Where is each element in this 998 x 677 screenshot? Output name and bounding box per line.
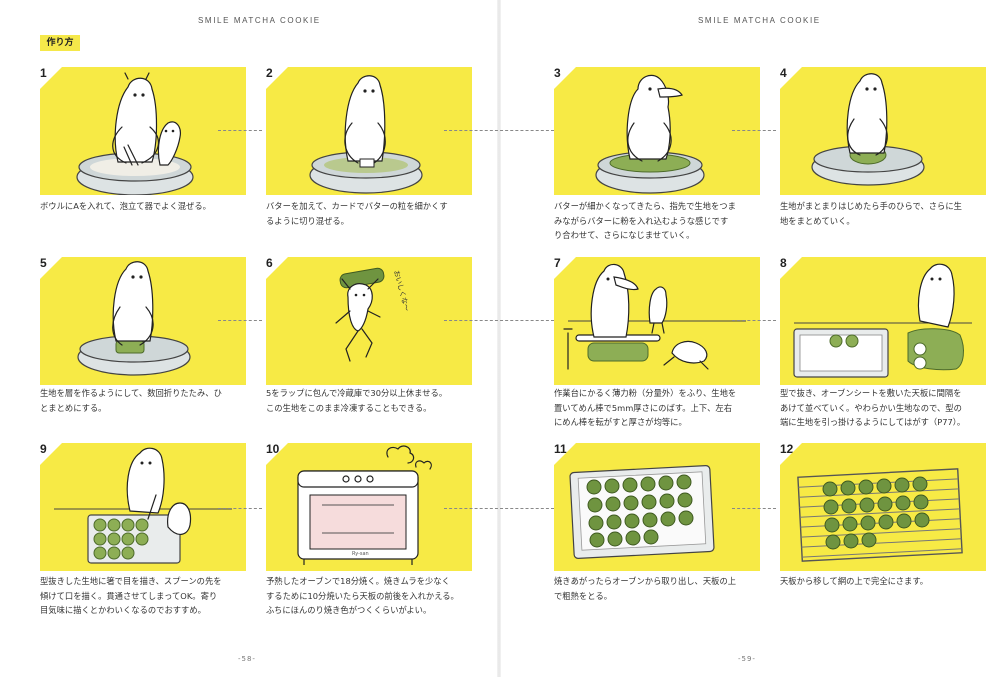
step-4-number: 4 [780, 66, 787, 80]
step-11-illustration [554, 443, 760, 571]
caption-line: り合わせて、さらになじませていく。 [554, 230, 695, 240]
step-2-number: 2 [266, 66, 273, 80]
caption-line: 地をまとめていく。 [780, 215, 855, 226]
step-12-number: 12 [780, 442, 794, 456]
step-connector [732, 320, 776, 321]
step-7-illustration [554, 257, 760, 385]
caption-line: 5をラップに包んで冷蔵庫で30分以上休ませる。 [266, 388, 448, 398]
step-2-caption: バターを加えて、カードでバターの粒を細かくす るように切り混ぜる。 [266, 199, 474, 228]
step-7-caption: 作業台にかるく薄力粉（分量外）をふり、生地を 置いてめん棒で5mm厚さにのばす。… [554, 386, 762, 430]
caption-line: あけて並べていく。やわらかい生地なので、型の [780, 402, 962, 413]
step-3-illustration [554, 67, 760, 195]
caption-line: バターが細かくなってきたら、指先で生地をつま [554, 201, 736, 211]
caption-line: ふちにほんのり焼き色がつくくらいがよい。 [266, 605, 432, 615]
step-10-illustration: Ry-san [266, 443, 472, 571]
step-11-caption: 焼きあがったらオーブンから取り出し、天板の上 で粗熱をとる。 [554, 574, 762, 603]
running-header-left: SMILE MATCHA COOKIE [198, 16, 321, 25]
step-connector [444, 130, 554, 131]
step-1-caption: ボウルにAを入れて、泡立て器でよく混ぜる。 [40, 199, 248, 214]
step-connector [218, 508, 262, 509]
step-11-number: 11 [554, 442, 567, 456]
caption-line: で粗熱をとる。 [554, 590, 613, 601]
step-6-caption: 5をラップに包んで冷蔵庫で30分以上休ませる。 この生地をこのまま冷凍することも… [266, 386, 474, 415]
step-connector [444, 508, 554, 509]
step-7-number: 7 [554, 256, 561, 270]
page-spine [497, 0, 501, 677]
step-connector [732, 508, 776, 509]
step-12-illustration [780, 443, 986, 571]
step-5-number: 5 [40, 256, 47, 270]
step-12-caption: 天板から移して網の上で完全にさます。 [780, 574, 988, 589]
step-8-caption: 型で抜き、オーブンシートを敷いた天板に間隔を あけて並べていく。やわらかい生地な… [780, 386, 988, 430]
hand-lettered-text: おいしくな〜 [392, 269, 411, 312]
caption-line: 焼きあがったらオーブンから取り出し、天板の上 [554, 576, 737, 586]
step-8-illustration [780, 257, 986, 385]
step-6-illustration: おいしくな〜 [266, 257, 472, 385]
caption-line: 天板から移して網の上で完全にさます。 [780, 576, 929, 586]
step-9-illustration [40, 443, 246, 571]
running-header-right: SMILE MATCHA COOKIE [698, 16, 821, 25]
step-4-caption: 生地がまとまりはじめたら手のひらで、さらに生 地をまとめていく。 [780, 199, 988, 228]
step-9-caption: 型抜きした生地に箸で目を描き、スプーンの先を 傾けて口を描く。貫通させてしまって… [40, 574, 248, 618]
oven-brand-label: Ry-san [352, 551, 369, 557]
step-3-caption: バターが細かくなってきたら、指先で生地をつま みながらバターに粉を入れ込むような… [554, 199, 762, 243]
step-10-caption: 予熱したオーブンで18分焼く。焼きムラを少なく するために10分焼いたら天板の前… [266, 574, 474, 618]
step-5-illustration [40, 257, 246, 385]
caption-line: 生地がまとまりはじめたら手のひらで、さらに生 [780, 201, 962, 211]
caption-line: にめん棒を転がすと厚さが均等に。 [554, 417, 687, 427]
step-connector [218, 130, 262, 131]
caption-line: 予熱したオーブンで18分焼く。焼きムラを少なく [266, 576, 450, 586]
caption-line: するために10分焼いたら天板の前後を入れかえる。 [266, 590, 459, 601]
step-6-number: 6 [266, 256, 273, 270]
caption-line: るように切り混ぜる。 [266, 215, 349, 226]
step-2-illustration [266, 67, 472, 195]
caption-line: 目気味に描くとかわいくなるのでおすすめ。 [40, 605, 206, 615]
step-connector [444, 320, 554, 321]
page-number-right: -59- [738, 655, 756, 663]
caption-line: 置いてめん棒で5mm厚さにのばす。上下、左右 [554, 402, 733, 413]
section-label-badge: 作り方 [40, 35, 80, 51]
caption-line: みながらバターに粉を入れ込むような感じです [554, 215, 729, 226]
caption-line: 端に生地を引っ掛けるようにしてはがす（P77）。 [780, 417, 966, 427]
step-connector [218, 320, 262, 321]
caption-line: とまとめにする。 [40, 402, 107, 413]
step-8-number: 8 [780, 256, 787, 270]
caption-line: 型抜きした生地に箸で目を描き、スプーンの先を [40, 576, 222, 586]
step-3-number: 3 [554, 66, 561, 80]
step-10-number: 10 [266, 442, 280, 456]
caption-line: 型で抜き、オーブンシートを敷いた天板に間隔を [780, 388, 962, 398]
caption-line: 作業台にかるく薄力粉（分量外）をふり、生地を [554, 388, 737, 398]
caption-line: この生地をこのまま冷凍することもできる。 [266, 402, 432, 413]
step-1-illustration [40, 67, 246, 195]
caption-line: 傾けて口を描く。貫通させてしまってOK。寄り [40, 590, 218, 601]
step-9-number: 9 [40, 442, 47, 456]
step-connector [732, 130, 776, 131]
caption-line: 生地を層を作るようにして、数回折りたたみ、ひ [40, 388, 222, 398]
caption-line: バターを加えて、カードでバターの粒を細かくす [266, 201, 448, 211]
step-1-number: 1 [40, 66, 47, 80]
step-5-caption: 生地を層を作るようにして、数回折りたたみ、ひ とまとめにする。 [40, 386, 248, 415]
step-4-illustration [780, 67, 986, 195]
page-number-left: -58- [238, 655, 256, 663]
caption-line: ボウルにAを入れて、泡立て器でよく混ぜる。 [40, 201, 211, 211]
